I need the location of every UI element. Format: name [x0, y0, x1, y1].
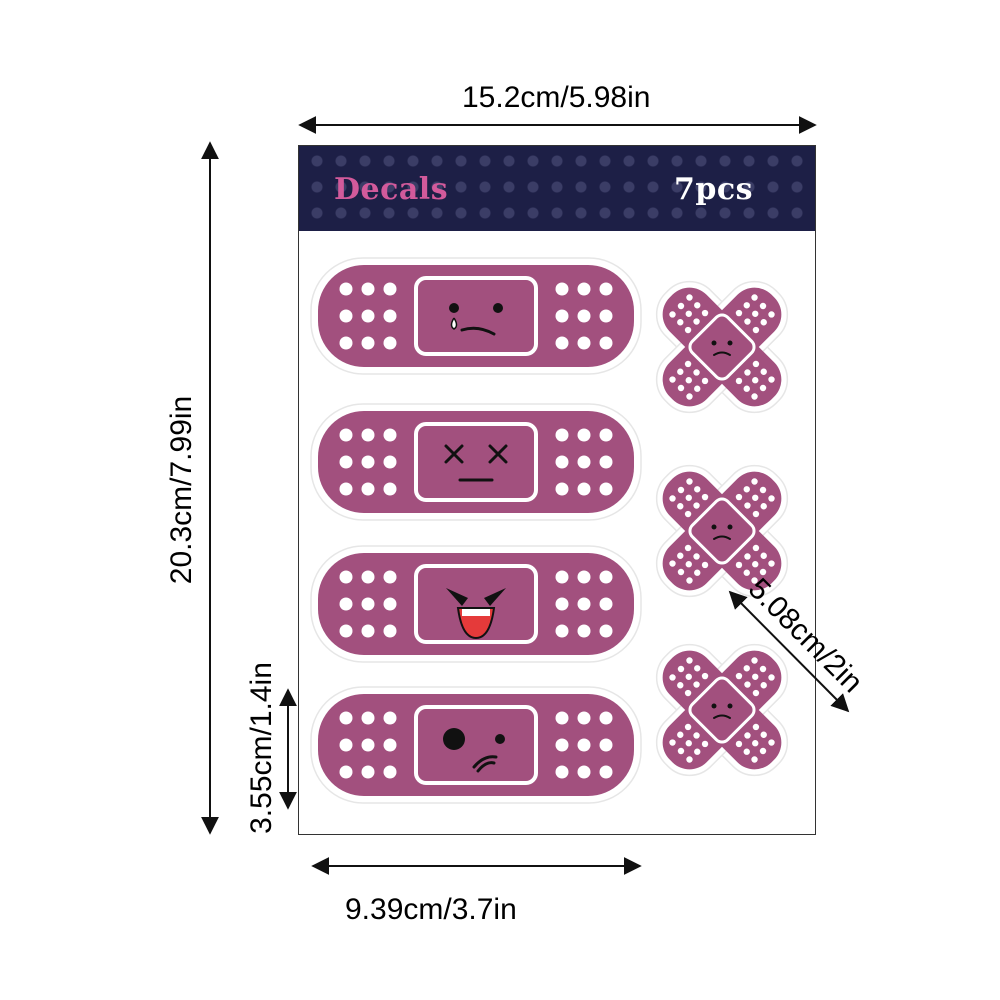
bandage-width-label: 9.39cm/3.7in	[345, 893, 517, 926]
bandage-sticker	[310, 403, 642, 521]
sheet-width-label: 15.2cm/5.98in	[462, 81, 651, 114]
sheet-banner: Decals 7pcs	[299, 146, 815, 231]
sheet-count: 7pcs	[673, 172, 753, 207]
bandage-height-label: 3.55cm/1.4in	[245, 662, 278, 834]
bandage-sticker	[310, 545, 642, 663]
sheet-title: Decals	[334, 172, 449, 207]
cross-sticker	[655, 280, 789, 414]
sheet-height-label: 20.3cm/7.99in	[165, 395, 198, 585]
cross-size-arrow	[728, 590, 850, 713]
bandage-sticker	[310, 686, 642, 804]
bandage-sticker	[310, 257, 642, 375]
cross-sticker	[655, 464, 789, 598]
